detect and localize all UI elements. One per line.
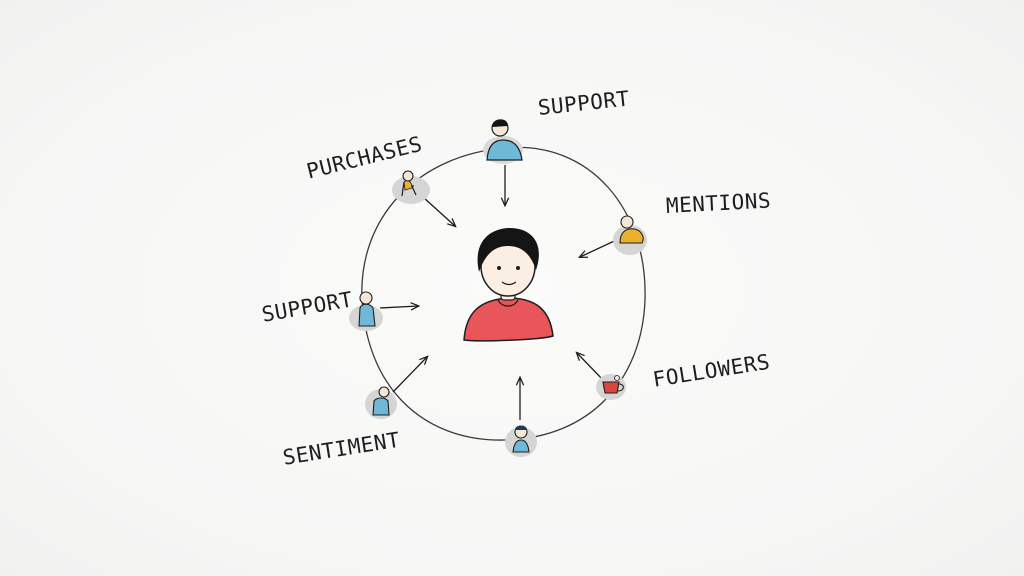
support-person-icon [349,291,383,331]
sentiment-person-icon [365,386,397,419]
purchases-person-icon [392,170,430,204]
person-icon [505,425,537,457]
followers-cup-icon [596,374,626,400]
support-person-icon [483,119,523,164]
arrow-support-left [379,306,418,308]
customer-avatar-icon [463,228,554,342]
arrow-sentiment [392,357,427,393]
arrow-followers [577,353,606,383]
mentions-person-icon [613,215,647,255]
